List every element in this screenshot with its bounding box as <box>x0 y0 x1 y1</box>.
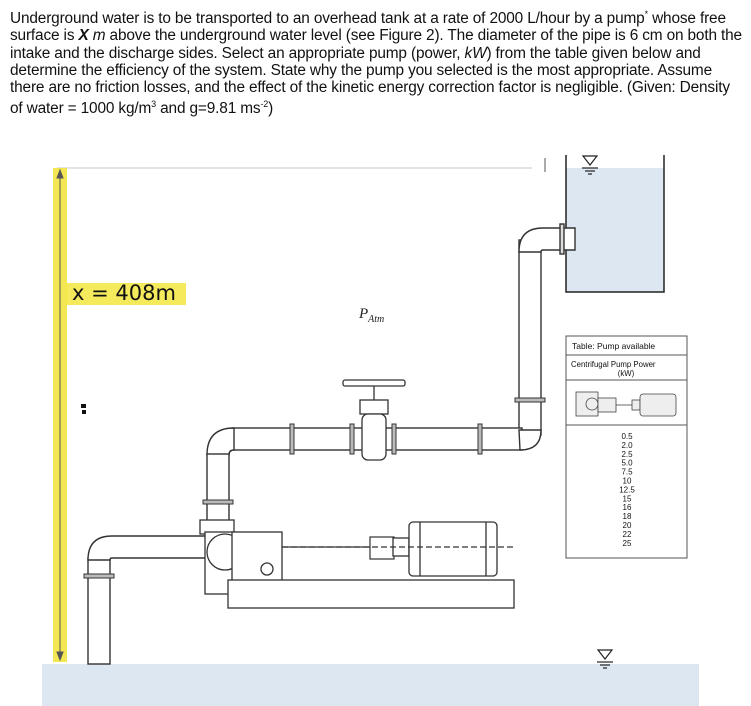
pump-base-plate <box>227 579 515 609</box>
pump-power-value: 2.0 <box>621 441 633 450</box>
problem-text-2: whose free surface is <box>10 10 726 45</box>
variable-x: X <box>78 27 89 45</box>
ground-water-level-icon <box>596 649 614 669</box>
problem-statement: Underground water is to be transported t… <box>10 6 742 117</box>
pump-table-header-unit: (kW) <box>618 369 635 378</box>
unit-m: m <box>88 27 106 45</box>
height-dimension-arrow <box>56 168 64 662</box>
atmospheric-pressure-label: PAtm <box>358 306 384 325</box>
pump-power-value: 20 <box>623 521 632 530</box>
pump-power-value: 10 <box>623 477 632 486</box>
pump-power-value: 0.5 <box>621 432 633 441</box>
pump-power-value: 15 <box>623 494 632 503</box>
footnote-mark: * <box>644 9 649 19</box>
unit-kw: kW <box>464 44 487 62</box>
pump-power-value: 18 <box>623 512 632 521</box>
pump-power-value: 5.0 <box>621 459 633 468</box>
superscript-minus-2: -2 <box>260 99 269 110</box>
highlight-mark-label <box>66 283 186 305</box>
pump-table-icon <box>575 391 677 417</box>
overhead-tank <box>565 155 665 293</box>
problem-text-1: Underground water is to be transported t… <box>10 10 645 28</box>
electric-motor <box>282 521 515 577</box>
underground-water <box>42 664 699 706</box>
tank-water-level-icon <box>581 155 599 175</box>
scribble-mark <box>81 404 86 414</box>
pump-power-value: 22 <box>623 530 632 539</box>
problem-text-3: above the underground water level (see F… <box>10 27 742 62</box>
pump-table-title: Table: Pump available <box>572 341 655 351</box>
pipe-flanges <box>83 397 546 579</box>
coupling <box>369 536 395 560</box>
pump-table: Table: Pump available Centrifugal Pump P… <box>565 335 688 559</box>
problem-text-6: ) <box>268 100 274 118</box>
pump-power-value: 16 <box>623 503 632 512</box>
problem-text-5: and g=9.81 ms <box>156 100 261 118</box>
pump-power-value: 2.5 <box>621 450 633 459</box>
pump-power-value: 25 <box>623 539 632 548</box>
pump-table-header: Centrifugal Pump Power <box>571 360 656 369</box>
handwritten-x-value: x = 408m <box>72 281 176 305</box>
pump-power-value: 7.5 <box>621 468 633 477</box>
superscript-3: 3 <box>151 99 157 110</box>
pump-power-value: 12.5 <box>619 485 635 494</box>
problem-text-4: ) from the table given below and determi… <box>10 44 730 118</box>
gate-valve <box>342 379 406 461</box>
